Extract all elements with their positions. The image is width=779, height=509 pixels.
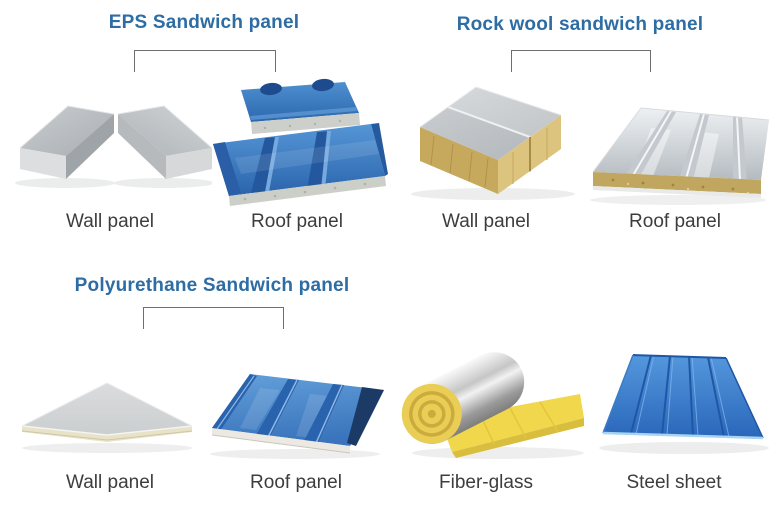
polyurethane-wall-panel-photo [14,352,200,458]
eps-group-bracket [134,50,276,72]
eps-wall-panel-label: Wall panel [65,211,154,232]
eps-roof-panel-label: Roof panel [251,211,343,232]
rockwool-group-bracket [511,50,651,72]
fiberglass-roll-illustration [401,352,584,459]
rockwool-wall-panel-photo [398,72,583,207]
eps-wall-panel-illustration [15,105,212,188]
polyurethane-group-bracket [143,307,284,329]
rockwool-wall-panel-illustration [411,86,575,200]
steel-sheet-illustration [599,354,769,454]
eps-roof-panel-photo [205,58,390,208]
rockwool-roof-panel-illustration [590,107,770,205]
rockwool-roof-panel-photo [583,88,779,208]
steel-sheet-label: Steel sheet [626,472,722,493]
steel-sheet-photo [592,333,778,463]
eps-roof-panel-illustration [213,78,388,206]
polyurethane-wall-panel-label: Wall panel [65,472,154,493]
fiberglass-roll-photo [388,336,584,462]
rockwool-roof-panel-label: Roof panel [629,211,721,232]
polyurethane-roof-panel-label: Roof panel [250,472,342,493]
polyurethane-roof-panel-illustration [210,374,384,459]
polyurethane-wall-panel-illustration [21,382,193,453]
rockwool-wall-panel-label: Wall panel [441,211,530,232]
eps-section-title: EPS Sandwich panel [108,12,300,33]
polyurethane-section-title: Polyurethane Sandwich panel [74,275,350,296]
fiberglass-label: Fiber-glass [439,472,533,493]
eps-wall-panel-photo [12,78,212,210]
polyurethane-roof-panel-photo [200,350,390,462]
rockwool-section-title: Rock wool sandwich panel [456,14,704,35]
